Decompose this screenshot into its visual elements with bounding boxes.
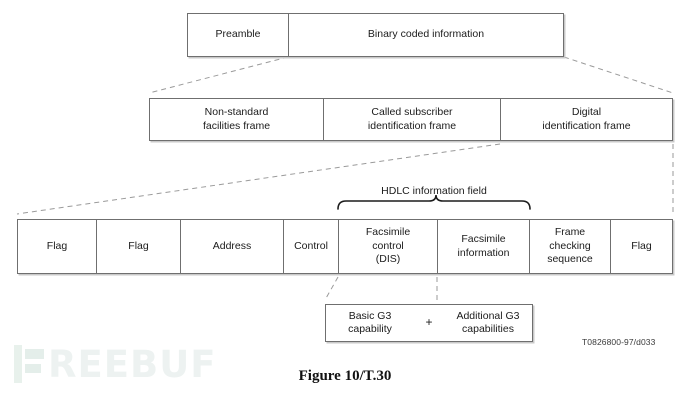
hdlc-information-field-label: HDLC information field — [381, 185, 487, 197]
connector-row2-left — [16, 143, 501, 215]
cell-facsimile-control-dis: Facsimile control (DIS) — [339, 220, 438, 273]
cell-control: Control — [284, 220, 339, 273]
connector-row3-left — [324, 276, 339, 301]
signal-structure-row: Preamble Binary coded information — [187, 13, 564, 57]
document-id: T0826800-97/d033 — [582, 337, 656, 347]
cell-flag-opening: Flag — [18, 220, 97, 273]
cell-facsimile-information: Facsimile information — [438, 220, 530, 273]
cell-flag-second: Flag — [97, 220, 181, 273]
cell-frame-checking-sequence: Frame checking sequence — [530, 220, 611, 273]
cell-flag-closing: Flag — [631, 239, 652, 252]
cell-basic-g3-capability: Basic G3 capability — [348, 309, 392, 335]
cell-preamble: Preamble — [188, 14, 289, 56]
cell-called-subscriber-identification-frame: Called subscriber identification frame — [324, 99, 501, 140]
connector-row1-right — [563, 56, 674, 94]
cell-non-standard-facilities-frame: Non-standard facilities frame — [150, 99, 324, 140]
hdlc-frame-row: Flag Flag Address Control Facsimile cont… — [17, 219, 673, 274]
figure-caption: Figure 10/T.30 — [298, 368, 392, 384]
cell-additional-g3-capabilities: Additional G3 capabilities — [456, 309, 520, 335]
facsimile-control-breakdown-row: Basic G3 capability + Additional G3 capa… — [325, 304, 533, 342]
cell-digital-identification-frame: Digital identification frame — [542, 106, 631, 132]
hdlc-brace — [337, 194, 531, 210]
cell-binary-coded-information: Binary coded information — [367, 28, 485, 41]
connector-row1-left — [148, 56, 289, 94]
cell-address: Address — [181, 220, 284, 273]
plus-operator: + — [425, 315, 433, 330]
binary-coded-information-row: Non-standard facilities frame Called sub… — [149, 98, 673, 141]
